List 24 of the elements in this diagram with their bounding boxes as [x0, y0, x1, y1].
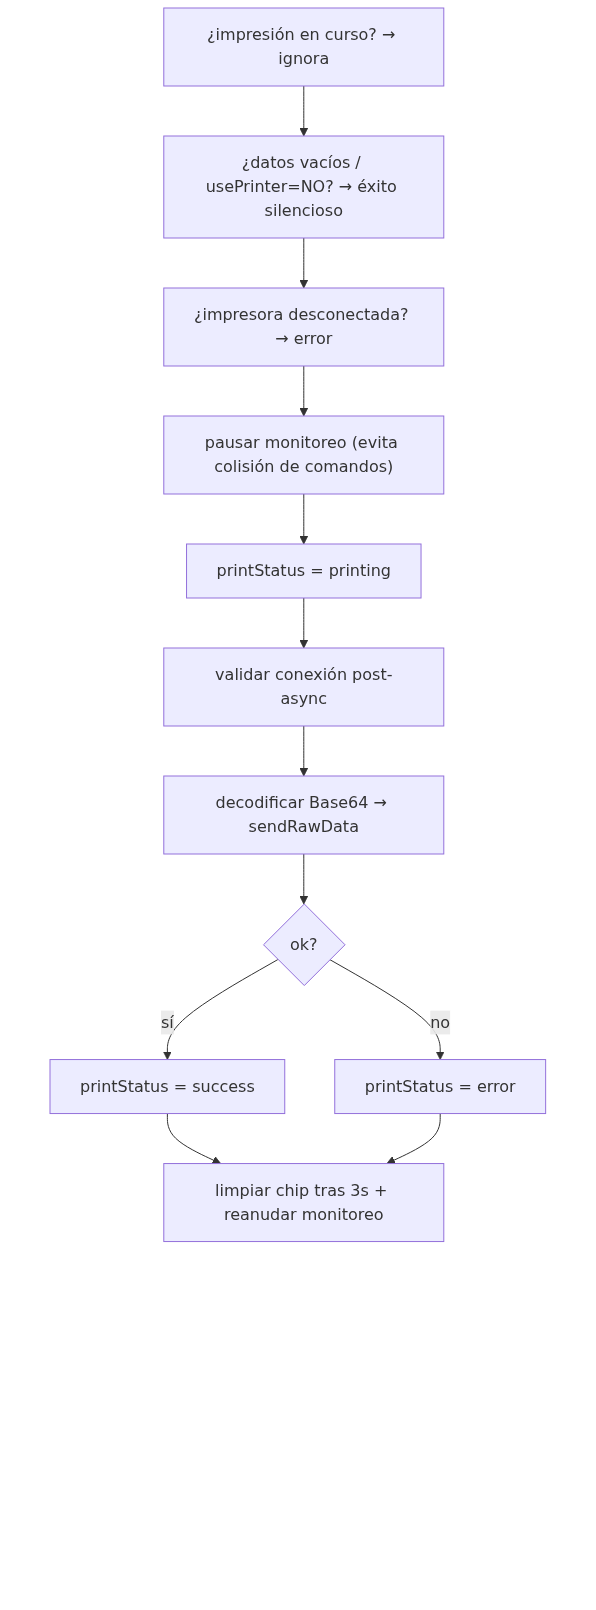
arrow — [299, 85, 309, 137]
node-box: ¿impresión en curso? → ignora — [163, 7, 445, 87]
arrow — [299, 493, 309, 545]
node-box: ¿datos vacíos / usePrinter=NO? → éxito silencioso — [163, 135, 445, 239]
arrow — [299, 237, 309, 289]
node-diamond: ok? — [263, 903, 346, 987]
node-box: limpiar chip tras 3s + reanudar monitoreo — [163, 1163, 445, 1243]
arrow — [299, 725, 309, 777]
arrow — [329, 959, 445, 1060]
edge-label: sí — [161, 1012, 174, 1032]
arrow — [299, 597, 309, 649]
node-box: printStatus = printing — [186, 543, 422, 599]
node-box: printStatus = success — [49, 1059, 286, 1115]
edge-label: no — [430, 1012, 451, 1032]
arrow — [299, 853, 309, 905]
arrow — [163, 959, 279, 1060]
arrow — [386, 1113, 441, 1165]
node-box: decodificar Base64 → sendRawData — [163, 775, 445, 855]
arrow — [167, 1113, 222, 1165]
node-box: pausar monitoreo (evita colisión de comandos) — [163, 415, 445, 495]
node-box: ¿impresora desconectada? → error — [163, 287, 445, 367]
arrow — [299, 365, 309, 417]
node-box: validar conexión post-async — [163, 647, 445, 727]
node-box: printStatus = error — [334, 1059, 547, 1115]
